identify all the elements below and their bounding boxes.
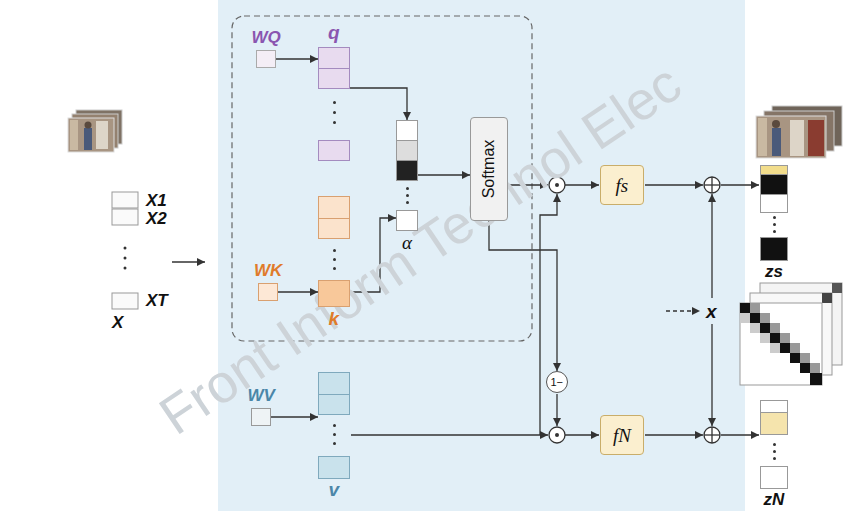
function-out-line	[645, 184, 703, 185]
vector-cell	[760, 237, 788, 261]
input-element-label: X1	[146, 192, 167, 209]
vector-label: k	[329, 309, 340, 328]
flow-arrow	[350, 88, 407, 120]
complement-line	[556, 394, 557, 426]
weight-label: WV	[248, 387, 275, 404]
residual-line	[711, 324, 712, 426]
function-label: fs	[616, 176, 629, 195]
query-vector: q	[318, 47, 350, 160]
residual-input-label: x	[706, 302, 717, 321]
softmax-box: Softmax	[470, 117, 508, 221]
product-line	[565, 434, 599, 435]
flow-arrow	[271, 416, 318, 417]
vector-cell	[318, 68, 350, 89]
vector-cell	[318, 456, 350, 479]
vector-cell	[760, 466, 788, 489]
output-video-thumbnail	[756, 106, 842, 158]
complement-circle: 1−	[546, 371, 568, 393]
ellipsis-dot	[333, 258, 336, 261]
output-label: zN	[764, 491, 785, 508]
ellipsis-dot	[333, 267, 336, 270]
ellipsis-dot	[406, 194, 409, 197]
weight-label: WQ	[252, 29, 281, 46]
function-label: Softmax	[481, 140, 497, 199]
vector-cell	[318, 394, 350, 415]
ellipsis-dot	[333, 101, 336, 104]
vector-cell	[318, 140, 350, 161]
sum-out-line	[721, 434, 759, 435]
ellipsis-dot	[773, 223, 776, 226]
ellipsis-dot	[773, 457, 776, 460]
ellipsis-dot	[406, 187, 409, 190]
vector-cell	[396, 140, 418, 161]
vector-cell	[760, 194, 788, 213]
residual-line	[711, 194, 712, 298]
sum-symbol	[704, 427, 720, 443]
vector-cell	[760, 412, 788, 435]
ellipsis-dot	[773, 216, 776, 219]
watermark: Front Inform Technol Elec	[73, 3, 766, 495]
query-weight-box: WQ	[256, 50, 276, 68]
ellipsis-dot	[333, 111, 336, 114]
input-sequence: X1X2XTX	[112, 192, 138, 309]
input-element-label: X2	[146, 210, 167, 227]
vector-label: v	[329, 480, 340, 499]
vector-cell	[318, 372, 350, 395]
output-label: zs	[765, 263, 783, 280]
attention-matrix-thumbnail	[740, 283, 842, 385]
input-arrow	[172, 261, 205, 262]
input-video-thumbnail	[68, 110, 122, 152]
ellipsis-dot	[333, 424, 336, 427]
ellipsis-dot	[773, 443, 776, 446]
vector-cell	[318, 47, 350, 69]
score-label: α	[402, 233, 412, 252]
key-vector: k	[318, 196, 350, 306]
flow-arrow	[418, 174, 470, 175]
hadamard-symbol	[549, 427, 565, 443]
input-element-label: XT	[146, 292, 168, 309]
vector-cell	[318, 196, 350, 219]
flow-arrow	[276, 58, 318, 59]
sum-out-line	[721, 184, 759, 185]
vector-cell	[396, 210, 418, 231]
output-vector: zs	[760, 165, 788, 260]
ellipsis-dot	[333, 442, 336, 445]
function-label: fN	[613, 426, 631, 445]
operator-label: 1−	[551, 377, 564, 388]
output-vector: zN	[760, 400, 788, 488]
attention-score-vector: α	[396, 120, 418, 230]
vector-label: q	[328, 23, 340, 42]
ellipsis-dot	[333, 433, 336, 436]
value-branch-line	[540, 194, 557, 435]
product-line	[565, 184, 599, 185]
input-sequence-label: X	[112, 314, 123, 331]
value-weight-box: WV	[251, 408, 271, 426]
vector-cell	[760, 174, 788, 195]
input-sequence-squares	[112, 192, 138, 309]
function-out-line	[645, 434, 703, 435]
function-box: fs	[600, 165, 644, 205]
ellipsis-dot	[773, 230, 776, 233]
key-weight-box: WK	[258, 283, 278, 301]
sum-symbol	[704, 177, 720, 193]
vector-cell	[318, 218, 350, 239]
value-line	[351, 434, 548, 435]
ellipsis-dot	[333, 121, 336, 124]
ellipsis-dot	[773, 450, 776, 453]
residual-dashed-arrow	[666, 310, 700, 311]
function-box: fN	[600, 415, 644, 455]
vector-cell	[396, 160, 418, 181]
ellipsis-dot	[333, 249, 336, 252]
ellipsis-dot	[406, 201, 409, 204]
value-vector: v	[318, 372, 350, 478]
vector-cell	[318, 280, 350, 307]
weight-label: WK	[254, 262, 282, 279]
flow-arrow	[489, 221, 557, 371]
vector-cell	[396, 120, 418, 141]
